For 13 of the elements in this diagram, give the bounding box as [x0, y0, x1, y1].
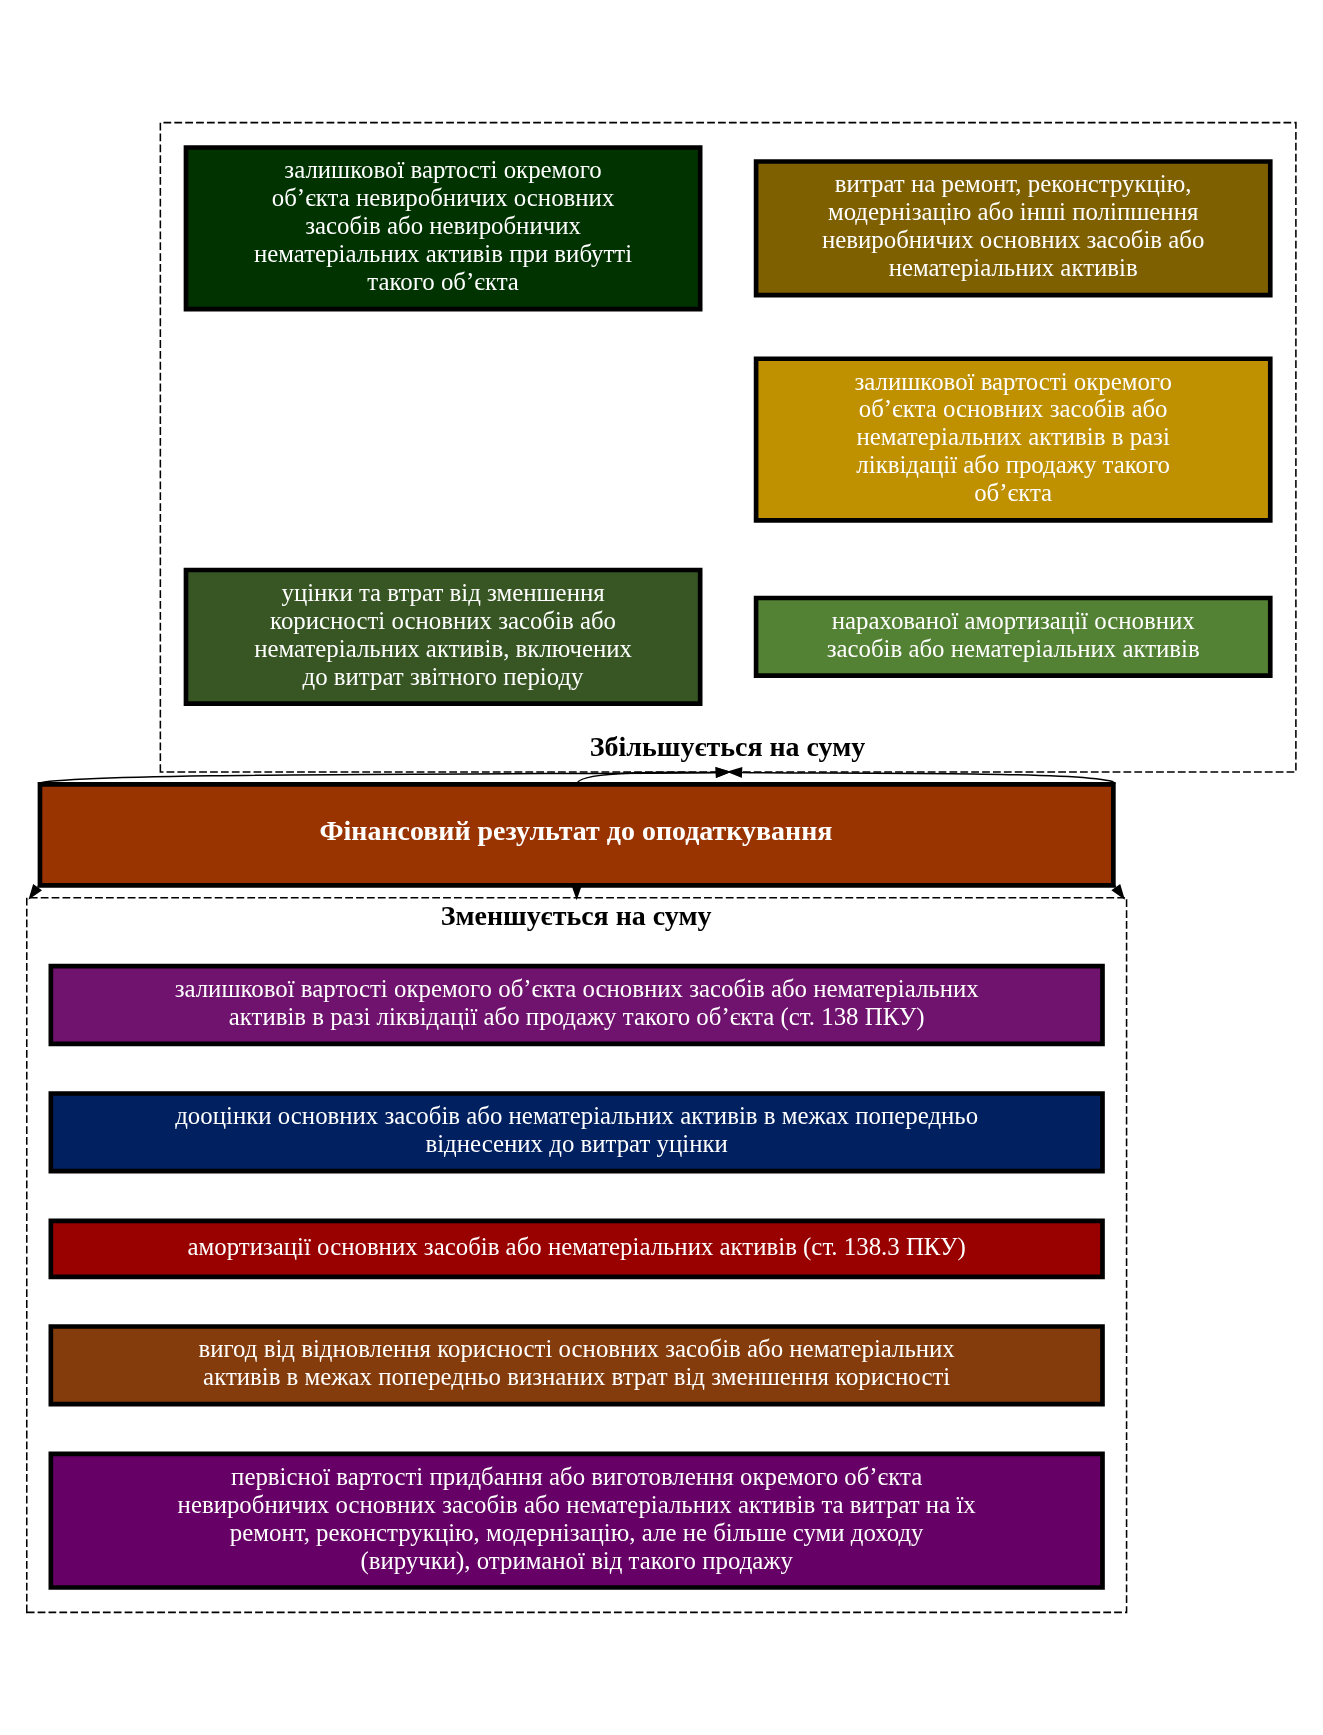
arrow — [726, 767, 1115, 786]
arrow — [1111, 883, 1125, 900]
node-box: залишкової вартості окремого об’єкта невиробничих основних засобів або невиробничих нематеріальних активів при вибутті такого об’єкта — [183, 145, 703, 312]
node-box: дооцінки основних засобів або нематеріальних активів в межах попередньо віднесених до витрат уцінки — [48, 1091, 1105, 1174]
node-box: залишкової вартості окремого об’єкта основних засобів або нематеріальних активів в разі ліквідації або продажу такого об’єкта (ст. 138 ПКУ) — [48, 963, 1105, 1047]
node-box: вигод від відновлення корисності основних засобів або нематеріальних активів в межах попередньо визнаних втрат від зменшення корисності — [48, 1324, 1105, 1407]
node-box: витрат на ремонт, реконструкцію, модернізацію або інші поліпшення невиробничих основних засобів або нематеріальних активів — [753, 159, 1273, 298]
node-box: уцінки та втрат від зменшення корисності основних засобів або нематеріальних активів, включених до витрат звітного періоду — [183, 567, 703, 706]
arrow — [28, 883, 42, 900]
node-box: залишкової вартості окремого об’єкта основних засобів або нематеріальних активів в разі ліквідації або продажу такого об’єкта — [753, 356, 1273, 523]
node-box: амортизації основних засобів або нематеріальних активів (ст. 138.3 ПКУ) — [48, 1218, 1105, 1280]
node-box: нарахованої амортизації основних засобів або нематеріальних активів — [753, 595, 1273, 678]
node-box: первісної вартості придбання або виготовлення окремого об’єкта невиробничих основних засобів або нематеріальних активів та витрат на їх ремонт, реконструкцію, модернізацію, але не більше суми доходу (виручки), отриманої від такого продажу — [48, 1451, 1105, 1590]
